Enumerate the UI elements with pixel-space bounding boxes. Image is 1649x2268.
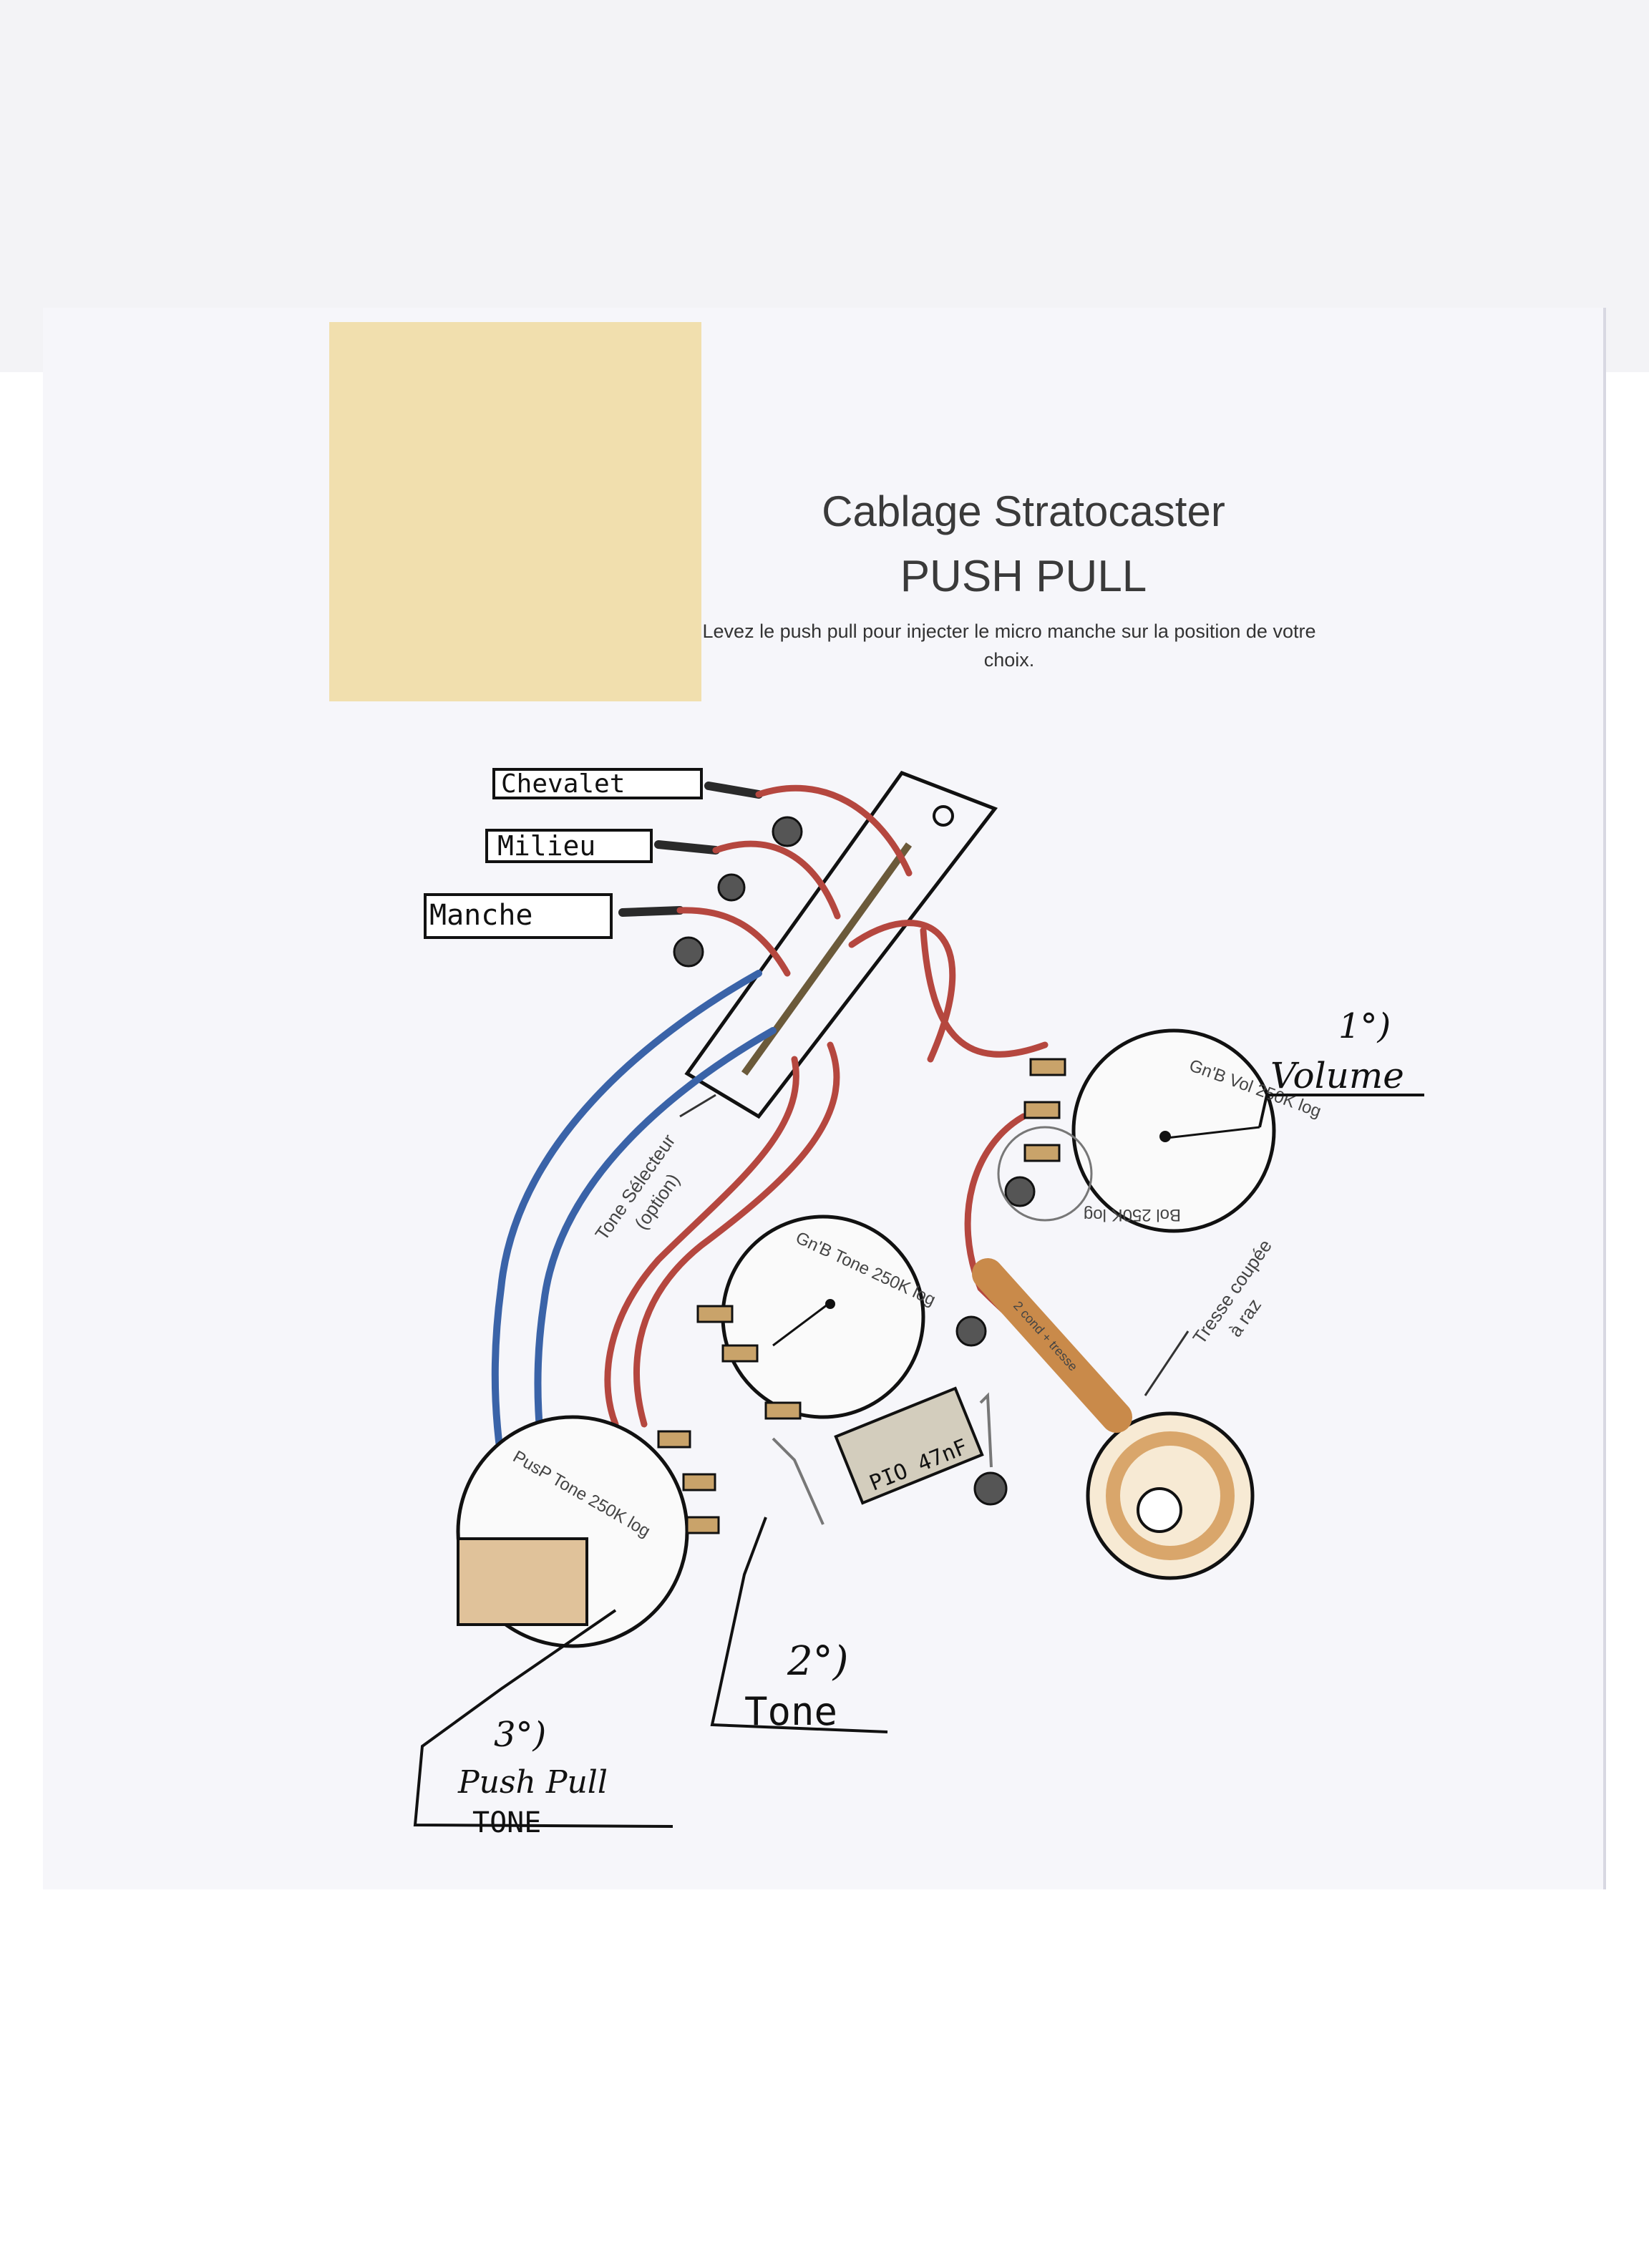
pushpull-pot: PusP Tone 250K log [456,1415,720,1648]
svg-text:1°): 1°) [1338,1006,1391,1046]
page-subtitle: Levez le push pull pour injecter le micr… [702,620,1316,671]
svg-text:Push Pull: Push Pull [457,1764,608,1801]
volume-pot: Gn'B Vol 250K log Bol 250K log [997,1028,1324,1233]
pushpull-label: 3°) Push Pull TONE [413,1609,673,1839]
diagram-sheet [43,308,1606,1889]
page-title-secondary: PUSH PULL [900,552,1147,601]
page-title: Cablage Stratocaster [822,487,1225,535]
svg-text:2°): 2°) [787,1638,848,1685]
svg-text:Volume: Volume [1270,1055,1404,1096]
pickup-leads [618,782,763,917]
tone-pot: Gn'B Tone 250K log [696,1215,938,1420]
pickup-label-middle: Milieu [485,829,653,863]
svg-text:Manche: Manche [429,899,533,932]
tone-label: 2°) Tone [710,1517,888,1734]
svg-text:2 cond + tresse: 2 cond + tresse [1011,1298,1081,1373]
braid-note: Tresse coupée à raz [1144,1235,1276,1396]
pickup-label-neck: Manche [424,893,613,939]
shielded-cable: 2 cond + tresse [972,1258,1132,1433]
svg-text:Chevalet: Chevalet [501,769,625,799]
svg-text:Bol 250K log: Bol 250K log [1084,1205,1181,1225]
ground-symbols [673,816,1036,1506]
red-wires [604,784,1091,1428]
svg-text:TONE: TONE [472,1806,541,1839]
volume-label: 1°) Volume [1258,1006,1424,1128]
sticky-note [329,322,701,701]
svg-text:Milieu: Milieu [497,830,595,862]
svg-text:3°): 3°) [494,1715,546,1755]
output-jack [1086,1411,1255,1580]
pickup-label-bridge: Chevalet [492,768,703,799]
